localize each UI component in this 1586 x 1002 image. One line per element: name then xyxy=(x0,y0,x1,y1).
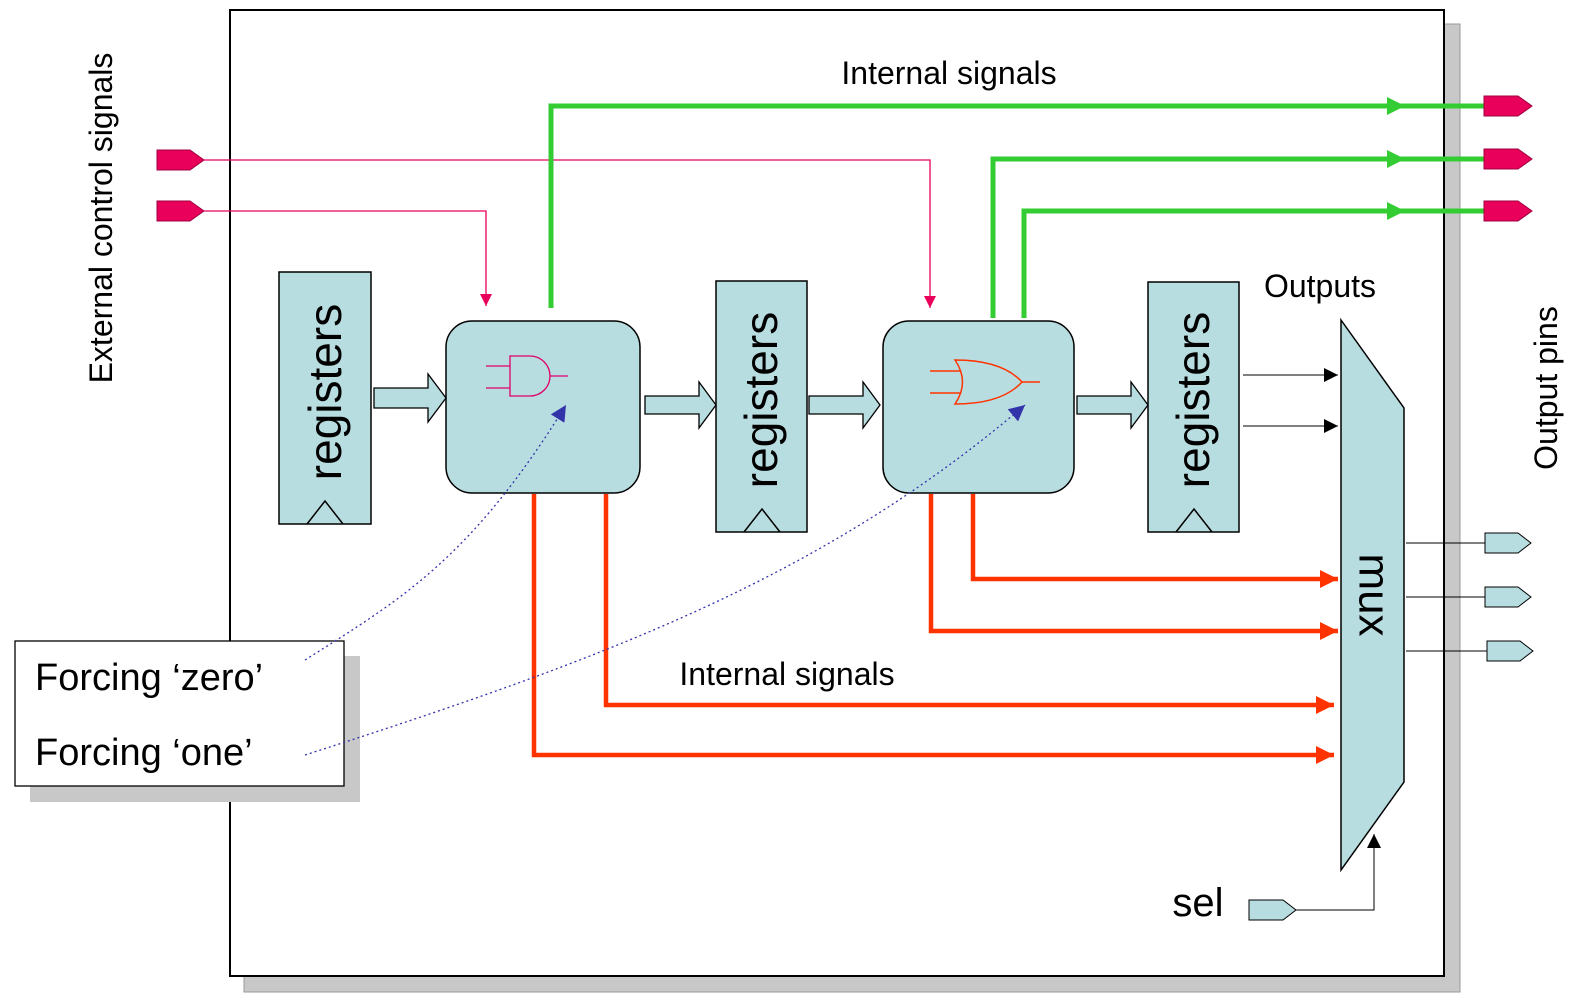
forcing-one-label: Forcing ‘one’ xyxy=(35,732,253,774)
control-wire-2 xyxy=(204,210,492,306)
output-pin-pink-1 xyxy=(1483,95,1533,117)
logic-block-2 xyxy=(882,320,1075,494)
internal-signals-bottom-label: Internal signals xyxy=(679,656,894,692)
forcing-legend-box xyxy=(14,640,345,787)
clock-icon-2 xyxy=(743,507,781,533)
block-arrow-1 xyxy=(373,372,447,424)
sel-wire xyxy=(1296,834,1381,911)
output-pin-pink-2 xyxy=(1483,148,1533,170)
clock-icon-3 xyxy=(1175,507,1213,533)
or-gate-icon xyxy=(930,359,1040,405)
logic-block-1 xyxy=(445,320,641,494)
green-signal-1 xyxy=(548,97,1405,308)
output-pin-pink-3 xyxy=(1483,200,1533,222)
red-signal-3 xyxy=(603,494,1334,714)
output-pin-teal-3 xyxy=(1486,640,1534,662)
mux-block xyxy=(1340,317,1405,873)
red-signal-2 xyxy=(928,494,1338,640)
mux-label: mux xyxy=(1350,553,1399,636)
green-signal-2 xyxy=(990,150,1405,318)
block-arrow-4 xyxy=(1076,380,1149,430)
output-pins-label: Output pins xyxy=(1528,306,1564,470)
chip-boundary xyxy=(229,9,1445,977)
control-wire-1 xyxy=(204,159,936,308)
external-control-signals-label: External control signals xyxy=(83,53,119,384)
sel-label: sel xyxy=(1172,881,1223,925)
green-signal-3 xyxy=(1021,202,1405,318)
registers-block-3 xyxy=(1147,281,1240,533)
red-signal-4 xyxy=(531,494,1334,764)
outputs-label: Outputs xyxy=(1264,268,1376,304)
internal-signals-top-label: Internal signals xyxy=(841,55,1056,91)
registers-label-2: registers xyxy=(735,312,787,488)
control-input-pin-1 xyxy=(156,149,205,171)
forcing-zero-label: Forcing ‘zero’ xyxy=(35,657,263,699)
output-pin-teal-1 xyxy=(1484,532,1532,554)
block-arrow-3 xyxy=(808,380,881,430)
sel-input-pin xyxy=(1248,899,1297,921)
registers-label-1: registers xyxy=(299,304,351,480)
red-signal-1 xyxy=(970,494,1338,588)
registers-block-1 xyxy=(278,271,372,525)
clock-icon-1 xyxy=(306,499,344,525)
output-pin-teal-2 xyxy=(1484,586,1532,608)
registers-label-3: registers xyxy=(1167,312,1219,488)
block-arrow-2 xyxy=(644,380,717,430)
control-input-pin-2 xyxy=(156,200,205,222)
and-gate-icon xyxy=(486,355,568,397)
registers-block-2 xyxy=(715,280,808,533)
